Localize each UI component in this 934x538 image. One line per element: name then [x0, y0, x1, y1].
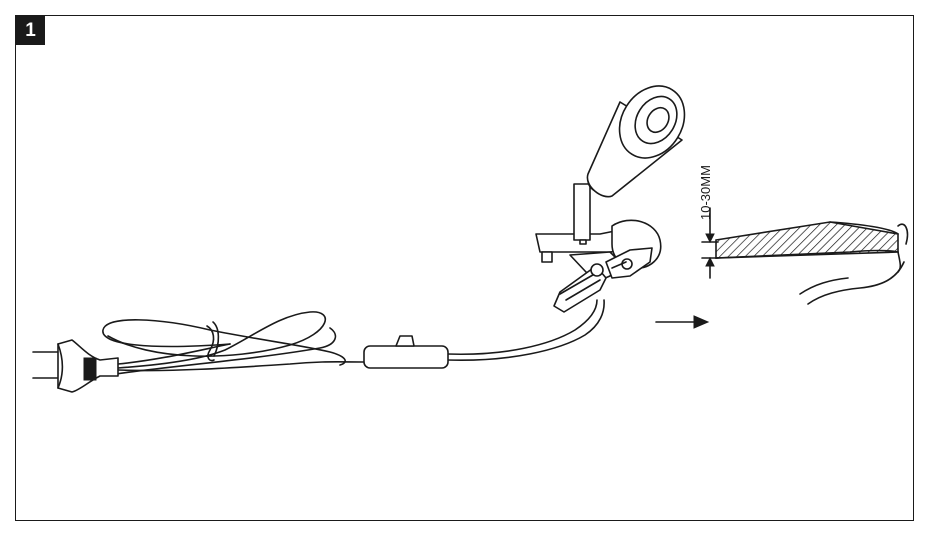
- clamp-icon: [535, 219, 662, 313]
- inline-switch-icon: [363, 335, 449, 369]
- spotlight-icon: [573, 85, 686, 245]
- step-number-badge: 1: [16, 16, 45, 45]
- clamp-range-label: 10-30MM: [698, 165, 713, 220]
- plug-icon: [32, 339, 119, 393]
- table-edge-icon: [715, 221, 909, 305]
- cable-icon: [102, 299, 605, 375]
- figure-frame: [15, 15, 914, 521]
- dimension-marks: 10-30MM: [698, 165, 719, 279]
- arrow-right-icon: [655, 315, 710, 329]
